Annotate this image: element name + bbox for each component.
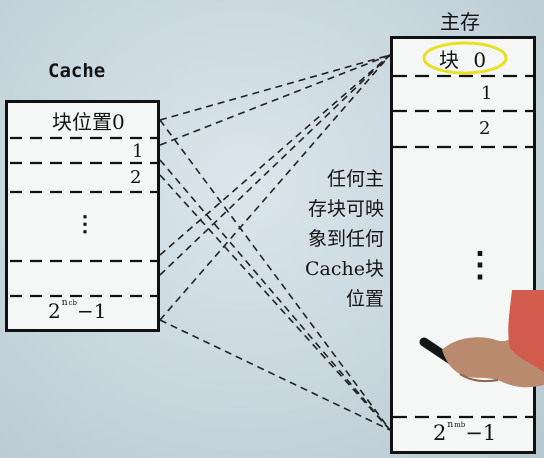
cache-last-row-label: 2ncb−1	[48, 298, 107, 323]
cache-dividers	[10, 136, 157, 298]
cache-ellipsis: ⋮	[74, 211, 96, 237]
cache-title: Cache	[48, 60, 106, 82]
mapping-line	[159, 174, 391, 431]
description-line: 位置	[345, 288, 384, 310]
main-row-0-number: 0	[473, 48, 487, 72]
main-last-exponent-sub: mb	[454, 421, 466, 429]
cache-last-exponent-sub: cb	[68, 299, 77, 307]
mapping-line	[159, 54, 391, 321]
main-row-1-label: 1	[481, 83, 493, 104]
cache-row-1-label: 1	[132, 141, 144, 162]
mapping-line	[159, 54, 391, 276]
mapping-line	[159, 119, 391, 431]
description-block: 任何主 存块可映 象到任何 Cache块 位置	[262, 164, 384, 314]
cache-last-minus-one: −1	[76, 299, 107, 323]
main-row-0-word: 块	[439, 48, 459, 72]
main-last-row-label: 2nmb−1	[433, 420, 497, 445]
cache-last-base: 2	[48, 299, 61, 323]
main-last-exponent-n: n	[447, 420, 454, 430]
cache-last-exponent-n: n	[61, 298, 68, 308]
cache-row-0-label: 块位置0	[52, 110, 125, 134]
mapping-line	[159, 54, 391, 146]
description-line: 存块可映	[307, 198, 384, 220]
mapping-line	[159, 54, 391, 256]
main-memory-title: 主存	[440, 10, 480, 34]
main-memory-dividers	[393, 74, 533, 419]
main-ellipsis: ⋮	[463, 245, 497, 285]
main-last-minus-one: −1	[465, 421, 497, 445]
main-row-0-label: 块 0	[439, 44, 486, 73]
main-last-base: 2	[433, 421, 447, 445]
cache-row-2-label: 2	[130, 167, 142, 188]
description-line: 象到任何	[307, 228, 384, 250]
mapping-line	[159, 319, 391, 431]
mapping-line	[159, 54, 391, 121]
highlight-ellipse	[422, 41, 508, 75]
cache-block: 块位置0 1 2 ⋮ 2ncb−1	[5, 100, 160, 332]
presenter-hand-image	[419, 290, 544, 388]
main-row-2-label: 2	[479, 118, 491, 139]
description-line: 任何主	[326, 168, 384, 190]
description-line: Cache块	[305, 258, 384, 280]
